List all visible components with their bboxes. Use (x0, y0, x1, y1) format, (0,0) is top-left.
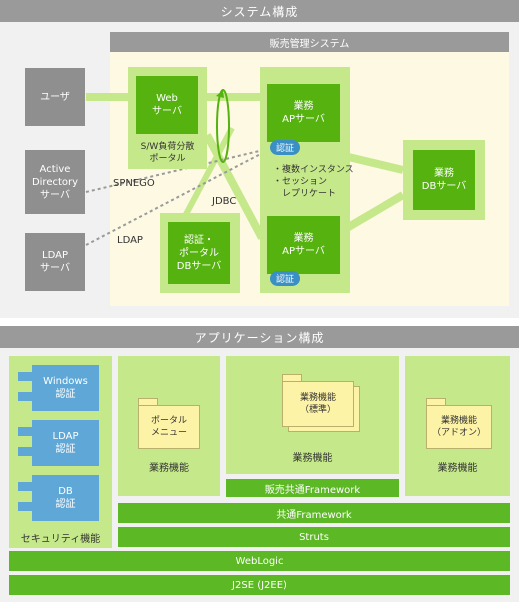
sec-ldap-line-2: 認証 (55, 444, 76, 455)
weblogic-bar: WebLogic (9, 551, 510, 571)
common-framework-bar: 共通Framework (118, 503, 510, 523)
folder-tab-icon (138, 398, 158, 406)
auth-badge-2: 認証 (270, 271, 300, 286)
ad-line-2: Directory (31, 176, 79, 188)
ap2-line-1: 業務 (293, 233, 314, 244)
addon-function-folder: 業務機能 （アドオン） (426, 405, 492, 449)
standard-line-1: 業務機能 (299, 393, 336, 403)
load-balance-caption: S/W負荷分散 ポータル (128, 138, 207, 168)
ldap-label: LDAP (117, 235, 143, 246)
security-caption: セキュリティ機能 (20, 533, 101, 545)
folder-tab-icon (426, 398, 446, 406)
auth-badge-1: 認証 (270, 140, 300, 155)
ldap-line-2: サーバ (40, 263, 70, 274)
connector-lines (85, 93, 406, 246)
module-notch-icon (18, 502, 36, 511)
auth-portal-db-server: 認証・ ポータル DBサーバ (168, 222, 230, 284)
module-notch-icon (18, 482, 36, 491)
portal-menu-line-1: ポータル (150, 416, 187, 426)
replication-line-3: レプリケート (273, 189, 337, 199)
struts-bar: Struts (118, 527, 510, 547)
ap1-line-1: 業務 (293, 101, 314, 112)
module-notch-icon (18, 392, 36, 401)
lb-line-1: S/W負荷分散 (140, 142, 195, 152)
business-caption-1: 業務機能 (149, 462, 189, 474)
ap-server-2: 業務 APサーバ (267, 216, 340, 274)
j2se-bar: J2SE (J2EE) (9, 575, 510, 595)
active-directory-server: Active Directory サーバ (25, 150, 85, 214)
sec-db-line-1: DB (58, 486, 73, 497)
ap2-line-2: APサーバ (282, 246, 325, 257)
security-module-windows: Windows 認証 (32, 365, 99, 411)
portal-menu-folder: ポータル メニュー (138, 405, 200, 449)
apdb-line-3: DBサーバ (176, 260, 222, 272)
web-line-2: サーバ (152, 106, 182, 117)
ap1-db-connector (339, 151, 404, 174)
standard-line-2: （標準） (299, 405, 336, 415)
ap2-db-connector (337, 191, 406, 236)
ap1-line-2: APサーバ (282, 114, 325, 125)
sales-framework-bar: 販売共通Framework (226, 479, 399, 497)
replication-note: ・複数インスタンス ・セッション レプリケート (273, 164, 354, 200)
load-balance-loop-icon (216, 89, 230, 163)
system-section-title: システム構成 (0, 0, 519, 22)
business-caption-3: 業務機能 (437, 462, 478, 474)
module-notch-icon (18, 372, 36, 381)
ldap-line (85, 147, 273, 246)
portal-menu-line-2: メニュー (150, 428, 187, 438)
web-server: Web サーバ (136, 76, 198, 134)
sec-windows-line-2: 認証 (55, 389, 76, 400)
replication-line-1: ・複数インスタンス (273, 165, 354, 175)
sec-ldap-line-1: LDAP (52, 431, 79, 442)
jdbc-connector (181, 126, 235, 220)
business-caption-2: 業務機能 (292, 452, 333, 464)
replication-line-2: ・セッション (273, 177, 328, 187)
ad-line-1: Active (39, 163, 71, 175)
apdb-line-2: ポータル (179, 247, 219, 259)
ldap-line-1: LDAP (42, 250, 68, 261)
user-label: ユーザ (40, 91, 70, 103)
app-section-title: アプリケーション構成 (0, 326, 519, 348)
user-box: ユーザ (25, 68, 85, 126)
db-line-1: 業務 (434, 168, 454, 179)
ap-server-1: 業務 APサーバ (267, 84, 340, 142)
sales-system-title: 販売管理システム (110, 32, 509, 52)
spnego-label: SPNEGO (113, 178, 155, 189)
folder-tab-icon (282, 374, 302, 382)
apdb-line-1: 認証・ (184, 234, 214, 246)
jdbc-label: JDBC (212, 196, 237, 207)
db-server: 業務 DBサーバ (413, 150, 475, 210)
addon-line-1: 業務機能 (440, 416, 477, 426)
security-module-ldap: LDAP 認証 (32, 420, 99, 466)
db-line-2: DBサーバ (421, 181, 467, 192)
web-line-1: Web (156, 93, 178, 104)
module-notch-icon (18, 447, 36, 456)
security-module-db: DB 認証 (32, 475, 99, 521)
module-notch-icon (18, 427, 36, 436)
addon-line-2: （アドオン） (431, 428, 486, 438)
sec-windows-line-1: Windows (43, 376, 88, 387)
standard-function-folder: 業務機能 （標準） (282, 381, 354, 427)
ldap-server: LDAP サーバ (25, 233, 85, 291)
sec-db-line-2: 認証 (55, 499, 76, 510)
spnego-line (85, 147, 273, 193)
ad-line-3: サーバ (40, 189, 70, 201)
lb-line-2: ポータル (149, 154, 186, 164)
